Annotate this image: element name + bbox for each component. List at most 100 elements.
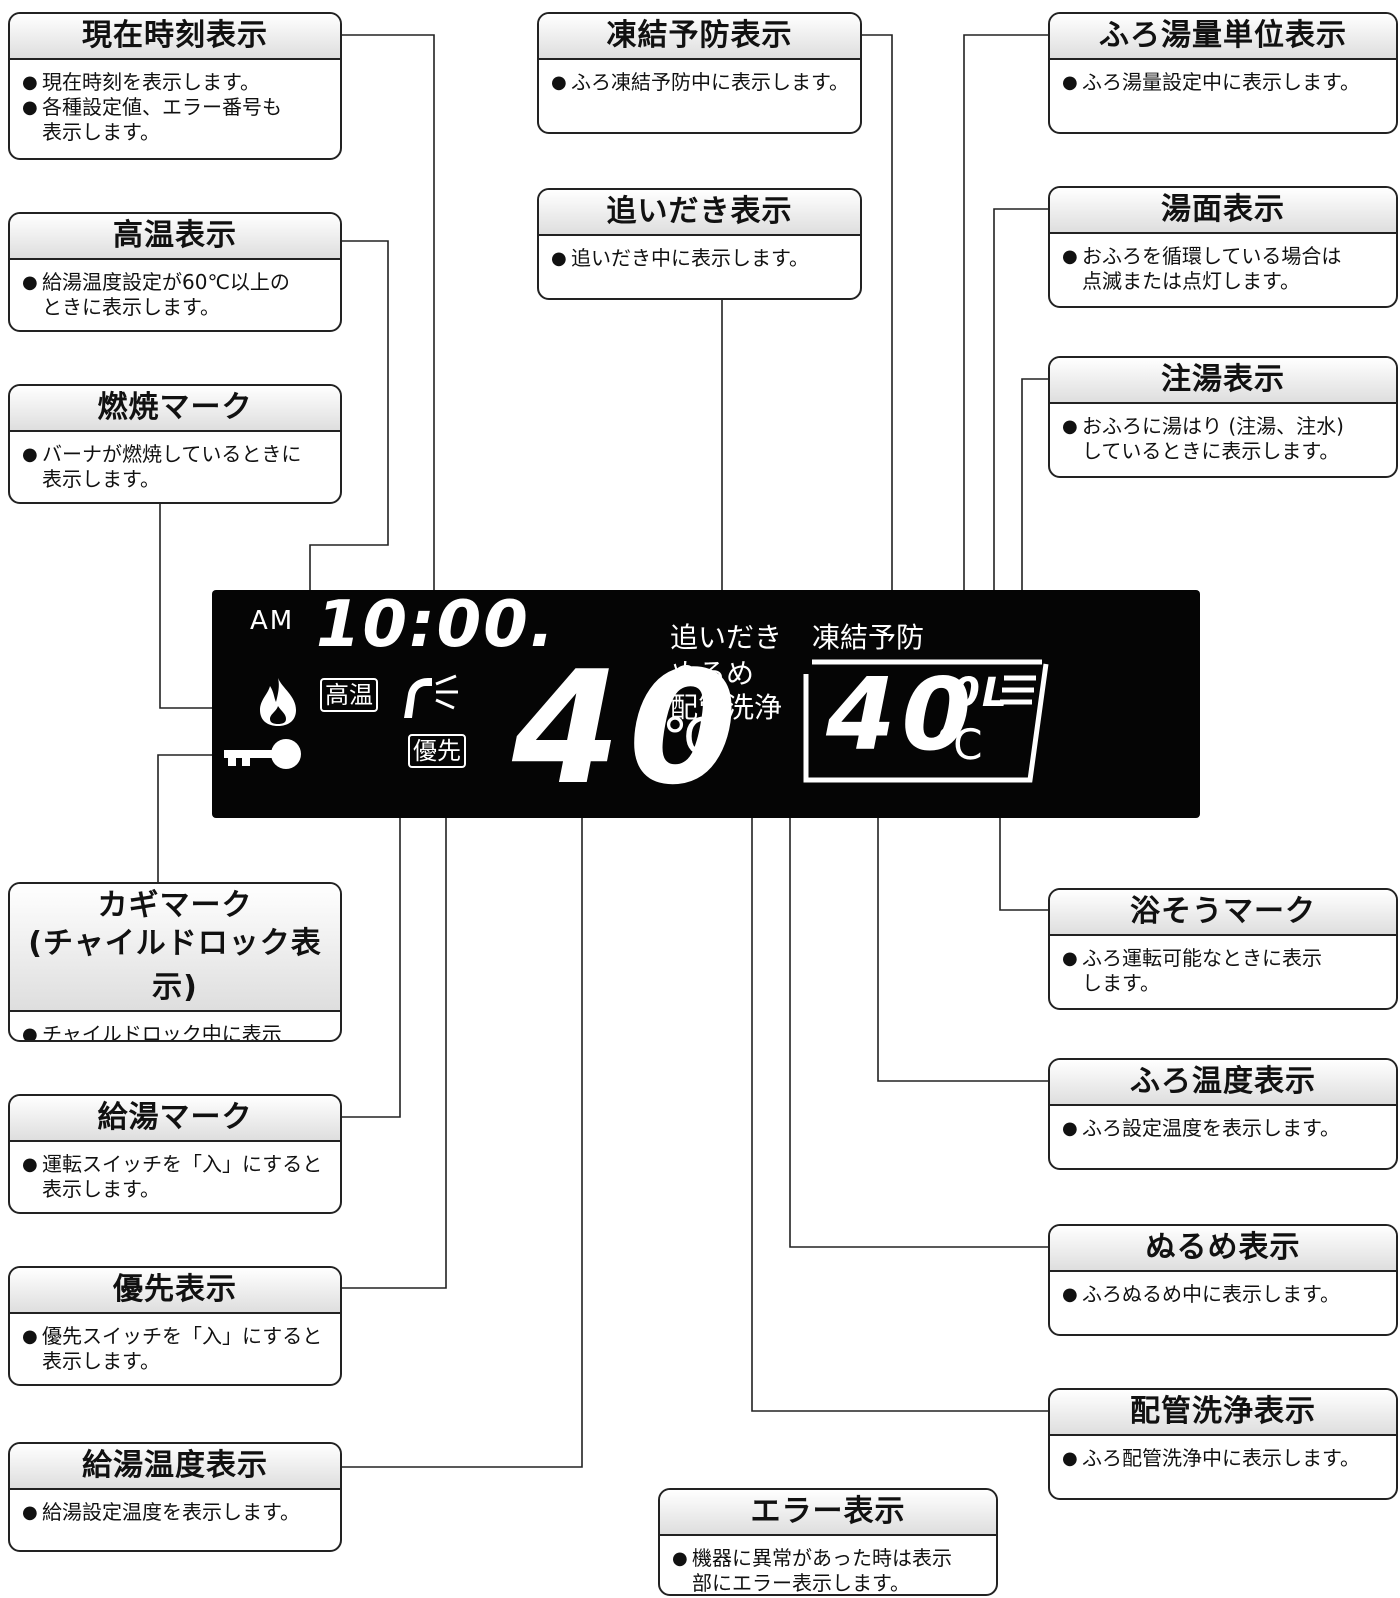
pipe-cleaning-label: 配管洗浄	[670, 691, 783, 724]
bullet-icon: ●	[1062, 948, 1078, 969]
callout-title: 注湯表示	[1050, 358, 1396, 404]
callout-text: 各種設定値、エラー番号も 表示します。	[42, 95, 282, 144]
callout-text: ふろ運転可能なときに表示 します。	[1082, 946, 1322, 995]
callout-title: 優先表示	[10, 1268, 340, 1314]
callout-lukewarm: ぬるめ表示 ●ふろぬるめ中に表示します。	[1048, 1224, 1398, 1336]
bullet-icon: ●	[22, 1502, 38, 1523]
callout-water-surface: 湯面表示 ●おふろを循環している場合は 点滅または点灯します。	[1048, 186, 1398, 308]
bullet-icon: ●	[1062, 1118, 1078, 1139]
callout-text: 給湯設定温度を表示します。	[42, 1500, 300, 1524]
callout-bath-temp: ふろ温度表示 ●ふろ設定温度を表示します。	[1048, 1058, 1398, 1170]
callout-bathtub-mark: 浴そうマーク ●ふろ運転可能なときに表示 します。	[1048, 888, 1398, 1010]
callout-key-mark: カギマーク (チャイルドロック表示) ●チャイルドロック中に表示 します。	[8, 882, 342, 1042]
connector-key-mark	[157, 754, 220, 882]
callout-title-line1: カギマーク	[97, 888, 253, 923]
volume-unit-display: 0L	[952, 670, 1010, 716]
bullet-icon: ●	[672, 1548, 688, 1569]
hot-water-unit: ℃	[662, 708, 721, 768]
callout-text: 現在時刻を表示します。	[42, 70, 260, 94]
reheat-label: 追いだき	[670, 621, 783, 654]
callout-title: 給湯マーク	[10, 1096, 340, 1142]
bullet-icon: ●	[22, 97, 38, 118]
bullet-icon: ●	[551, 248, 567, 269]
connector-hot-water-mark	[342, 706, 401, 1118]
callout-title: ふろ温度表示	[1050, 1060, 1396, 1106]
callout-title: 現在時刻表示	[10, 14, 340, 60]
bathtub-icon	[803, 659, 1049, 783]
callout-current-time: 現在時刻表示 ●現在時刻を表示します。 ●各種設定値、エラー番号も 表示します。	[8, 12, 342, 160]
bullet-icon: ●	[22, 72, 38, 93]
callout-title: 凍結予防表示	[539, 14, 860, 60]
callout-hot-water-temp: 給湯温度表示 ●給湯設定温度を表示します。	[8, 1442, 342, 1552]
faucet-icon	[404, 674, 458, 718]
connector-unit	[963, 34, 1048, 668]
callout-pipe-cleaning: 配管洗浄表示 ●ふろ配管洗浄中に表示します。	[1048, 1388, 1398, 1500]
callout-text: ふろ凍結予防中に表示します。	[571, 70, 849, 94]
flame-icon	[260, 678, 296, 726]
callout-title-line2: (チャイルドロック表示)	[28, 926, 322, 1005]
callout-text: ふろぬるめ中に表示します。	[1082, 1282, 1340, 1306]
priority-label: 優先	[408, 734, 466, 768]
callout-title: ぬるめ表示	[1050, 1226, 1396, 1272]
callout-text: ふろ設定温度を表示します。	[1082, 1116, 1340, 1140]
callout-title: エラー表示	[660, 1490, 996, 1536]
connector-pipe	[751, 758, 1048, 1412]
callout-freeze-prevent: 凍結予防表示 ●ふろ凍結予防中に表示します。	[537, 12, 862, 134]
callout-combustion: 燃焼マーク ●バーナが燃焼しているときに 表示します。	[8, 384, 342, 504]
callout-title: 給湯温度表示	[10, 1444, 340, 1490]
am-label: AM	[250, 606, 295, 636]
bullet-icon: ●	[22, 272, 38, 293]
callout-title: ふろ湯量単位表示	[1050, 14, 1396, 60]
display-panel: AM 10:00. 高温 優先 40 ℃ 追いだき ぬるめ 配管洗浄 凍結予防 …	[212, 588, 1200, 819]
callout-bath-volume-unit: ふろ湯量単位表示 ●ふろ湯量設定中に表示します。	[1048, 12, 1398, 134]
bullet-icon: ●	[22, 1154, 38, 1175]
callout-title: 湯面表示	[1050, 188, 1396, 234]
lukewarm-label: ぬるめ	[670, 657, 755, 690]
bullet-icon: ●	[1062, 416, 1078, 437]
bullet-icon: ●	[1062, 246, 1078, 267]
connector-freeze	[862, 34, 893, 618]
callout-text: 運転スイッチを「入」にすると 表示します。	[42, 1152, 323, 1201]
bath-temp-display: 40	[826, 656, 978, 773]
hot-water-temp-display: 40	[512, 637, 746, 819]
bullet-icon: ●	[22, 1326, 38, 1347]
callout-text: ふろ配管洗浄中に表示します。	[1082, 1446, 1360, 1470]
callout-text: ふろ湯量設定中に表示します。	[1082, 70, 1360, 94]
callout-hot-water-mark: 給湯マーク ●運転スイッチを「入」にすると 表示します。	[8, 1094, 342, 1214]
bath-temp-unit: ℃	[936, 720, 984, 769]
callout-text: 給湯温度設定が60℃以上の ときに表示します。	[42, 270, 290, 319]
high-temp-label: 高温	[320, 678, 378, 712]
callout-reheat: 追いだき表示 ●追いだき中に表示します。	[537, 188, 862, 300]
bullet-icon: ●	[1062, 72, 1078, 93]
callout-high-temp: 高温表示 ●給湯温度設定が60℃以上の ときに表示します。	[8, 212, 342, 332]
callout-text: チャイルドロック中に表示 します。	[42, 1022, 282, 1042]
callout-text: 優先スイッチを「入」にすると 表示します。	[42, 1324, 323, 1373]
callout-filling: 注湯表示 ●おふろに湯はり (注湯、注水) しているときに表示します。	[1048, 356, 1398, 478]
callout-text: 機器に異常があった時は表示 部にエラー表示します。	[692, 1546, 952, 1595]
bullet-icon: ●	[1062, 1284, 1078, 1305]
callout-text: 追いだき中に表示します。	[571, 246, 809, 270]
callout-title: 燃焼マーク	[10, 386, 340, 432]
callout-title: 浴そうマーク	[1050, 890, 1396, 936]
callout-priority: 優先表示 ●優先スイッチを「入」にすると 表示します。	[8, 1266, 342, 1386]
callout-title: 高温表示	[10, 214, 340, 260]
connector-bath-temp	[877, 758, 1048, 1082]
bullet-icon: ●	[1062, 1448, 1078, 1469]
callout-title: 追いだき表示	[539, 190, 860, 236]
connector-hot-water-temp	[342, 772, 583, 1468]
connector-priority	[342, 760, 447, 1289]
bullet-icon: ●	[22, 444, 38, 465]
callout-text: バーナが燃焼しているときに 表示します。	[42, 442, 302, 491]
key-icon	[224, 739, 301, 769]
freeze-prevent-label: 凍結予防	[812, 621, 925, 654]
callout-title: カギマーク (チャイルドロック表示)	[10, 884, 340, 1012]
callout-text: おふろに湯はり (注湯、注水) しているときに表示します。	[1082, 414, 1344, 463]
connector-current-time	[342, 34, 435, 590]
callout-title: 配管洗浄表示	[1050, 1390, 1396, 1436]
bullet-icon: ●	[22, 1024, 38, 1042]
connector-filling	[1021, 378, 1048, 668]
connector-surface	[993, 208, 1048, 668]
bullet-icon: ●	[551, 72, 567, 93]
callout-text: おふろを循環している場合は 点滅または点灯します。	[1082, 244, 1342, 293]
